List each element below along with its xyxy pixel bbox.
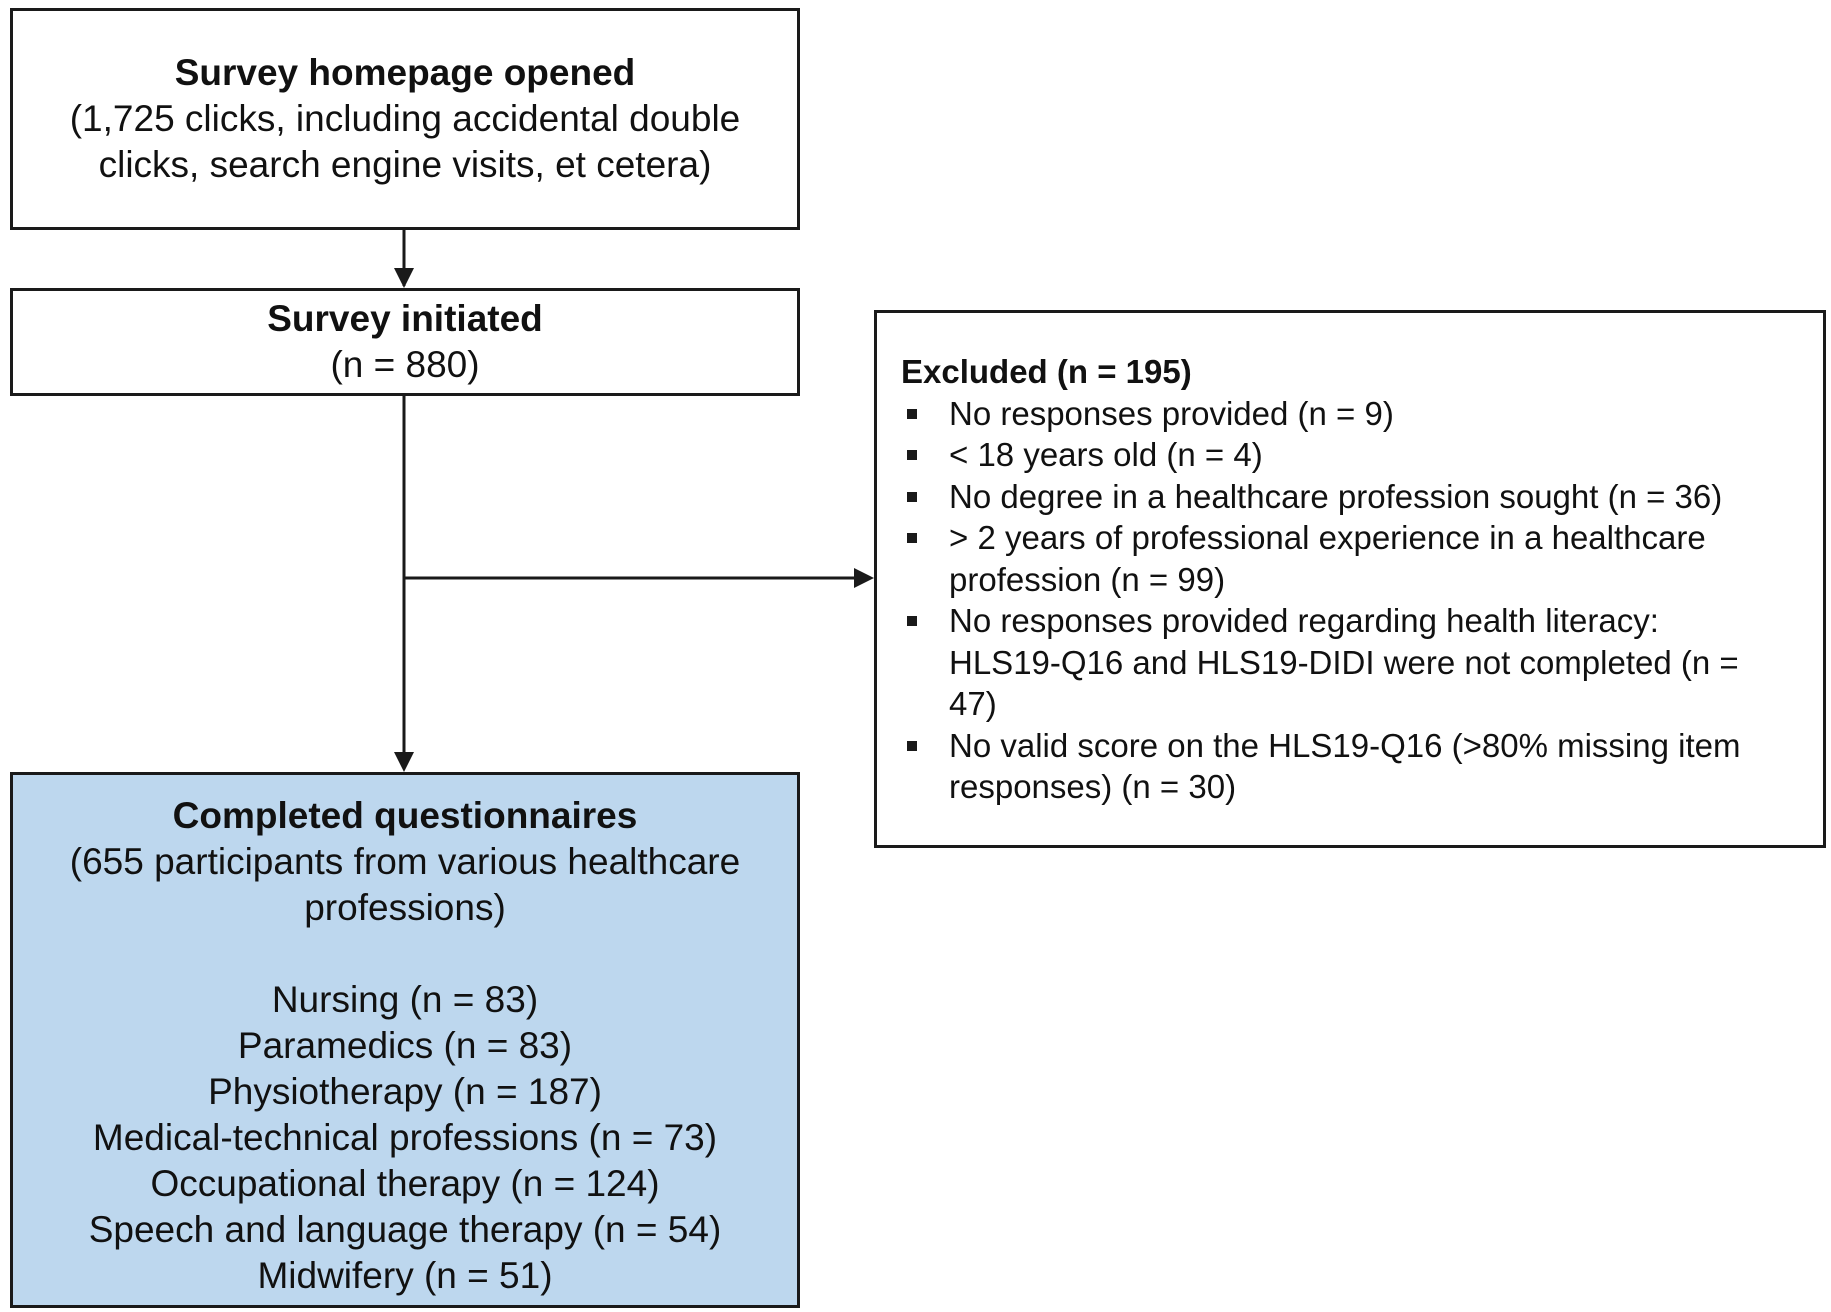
- completed-questionnaires-box: Completed questionnaires (655 participan…: [10, 772, 800, 1308]
- exclusion-item-line: No responses provided (n = 9): [949, 394, 1394, 432]
- initiated-title: Survey initiated: [267, 298, 543, 339]
- initiated-count: (n = 880): [330, 344, 480, 385]
- exclusion-item-line: < 18 years old (n = 4): [949, 436, 1263, 473]
- exclusion-item-line: No degree in a healthcare profession sou…: [949, 477, 1723, 515]
- excluded-box: Excluded (n = 195) No responses provided…: [874, 310, 1826, 848]
- completed-detail-line-2: professions): [304, 887, 506, 928]
- profession-midwifery: Midwifery (n = 51): [257, 1255, 553, 1296]
- exclusion-item: > 2 years of professional experience in …: [901, 517, 1803, 600]
- exclusion-item: No responses provided (n = 9): [901, 393, 1803, 435]
- completed-title: Completed questionnaires: [172, 795, 638, 836]
- homepage-detail-line-2: clicks, search engine visits, et cetera): [98, 144, 712, 185]
- bullet-icon: [907, 450, 917, 460]
- homepage-title: Survey homepage opened: [174, 52, 636, 93]
- exclusion-reasons-list: No responses provided (n = 9) < 18 years…: [901, 393, 1803, 808]
- arrowhead-excluded: [854, 568, 874, 588]
- exclusion-item-line: No valid score on the HLS19-Q16 (>80% mi…: [949, 726, 1741, 764]
- bullet-icon: [907, 616, 917, 626]
- bullet-icon: [907, 408, 917, 419]
- exclusion-item-line: 47): [949, 685, 997, 722]
- survey-homepage-box: Survey homepage opened (1,725 clicks, in…: [10, 8, 800, 230]
- bullet-icon: [907, 533, 917, 543]
- profession-speech-language-therapy: Speech and language therapy (n = 54): [88, 1209, 722, 1250]
- survey-initiated-box: Survey initiated (n = 880): [10, 288, 800, 396]
- exclusion-item-line: > 2 years of professional experience in …: [949, 519, 1706, 556]
- exclusion-item: No valid score on the HLS19-Q16 (>80% mi…: [901, 725, 1803, 808]
- excluded-title: Excluded (n = 195): [901, 353, 1192, 390]
- exclusion-item-line: responses) (n = 30): [949, 768, 1237, 805]
- bullet-icon: [907, 491, 917, 502]
- profession-medical-technical: Medical-technical professions (n = 73): [92, 1117, 718, 1158]
- profession-paramedics: Paramedics (n = 83): [237, 1025, 573, 1066]
- profession-nursing: Nursing (n = 83): [271, 979, 539, 1020]
- exclusion-item: No degree in a healthcare profession sou…: [901, 476, 1803, 518]
- exclusion-item: < 18 years old (n = 4): [901, 434, 1803, 476]
- profession-physiotherapy: Physiotherapy (n = 187): [208, 1071, 602, 1112]
- completed-detail-line-1: (655 participants from various healthcar…: [69, 841, 741, 882]
- exclusion-item-line: profession (n = 99): [949, 560, 1226, 598]
- bullet-icon: [907, 740, 917, 751]
- exclusion-item-line: No responses provided regarding health l…: [949, 602, 1659, 639]
- arrowhead-completed: [394, 752, 414, 772]
- profession-occupational-therapy: Occupational therapy (n = 124): [150, 1163, 660, 1204]
- exclusion-item: No responses provided regarding health l…: [901, 600, 1803, 725]
- exclusion-item-line: HLS19-Q16 and HLS19-DIDI were not comple…: [949, 643, 1739, 681]
- arrowhead-initiated: [394, 268, 414, 288]
- homepage-detail-line-1: (1,725 clicks, including accidental doub…: [69, 98, 741, 139]
